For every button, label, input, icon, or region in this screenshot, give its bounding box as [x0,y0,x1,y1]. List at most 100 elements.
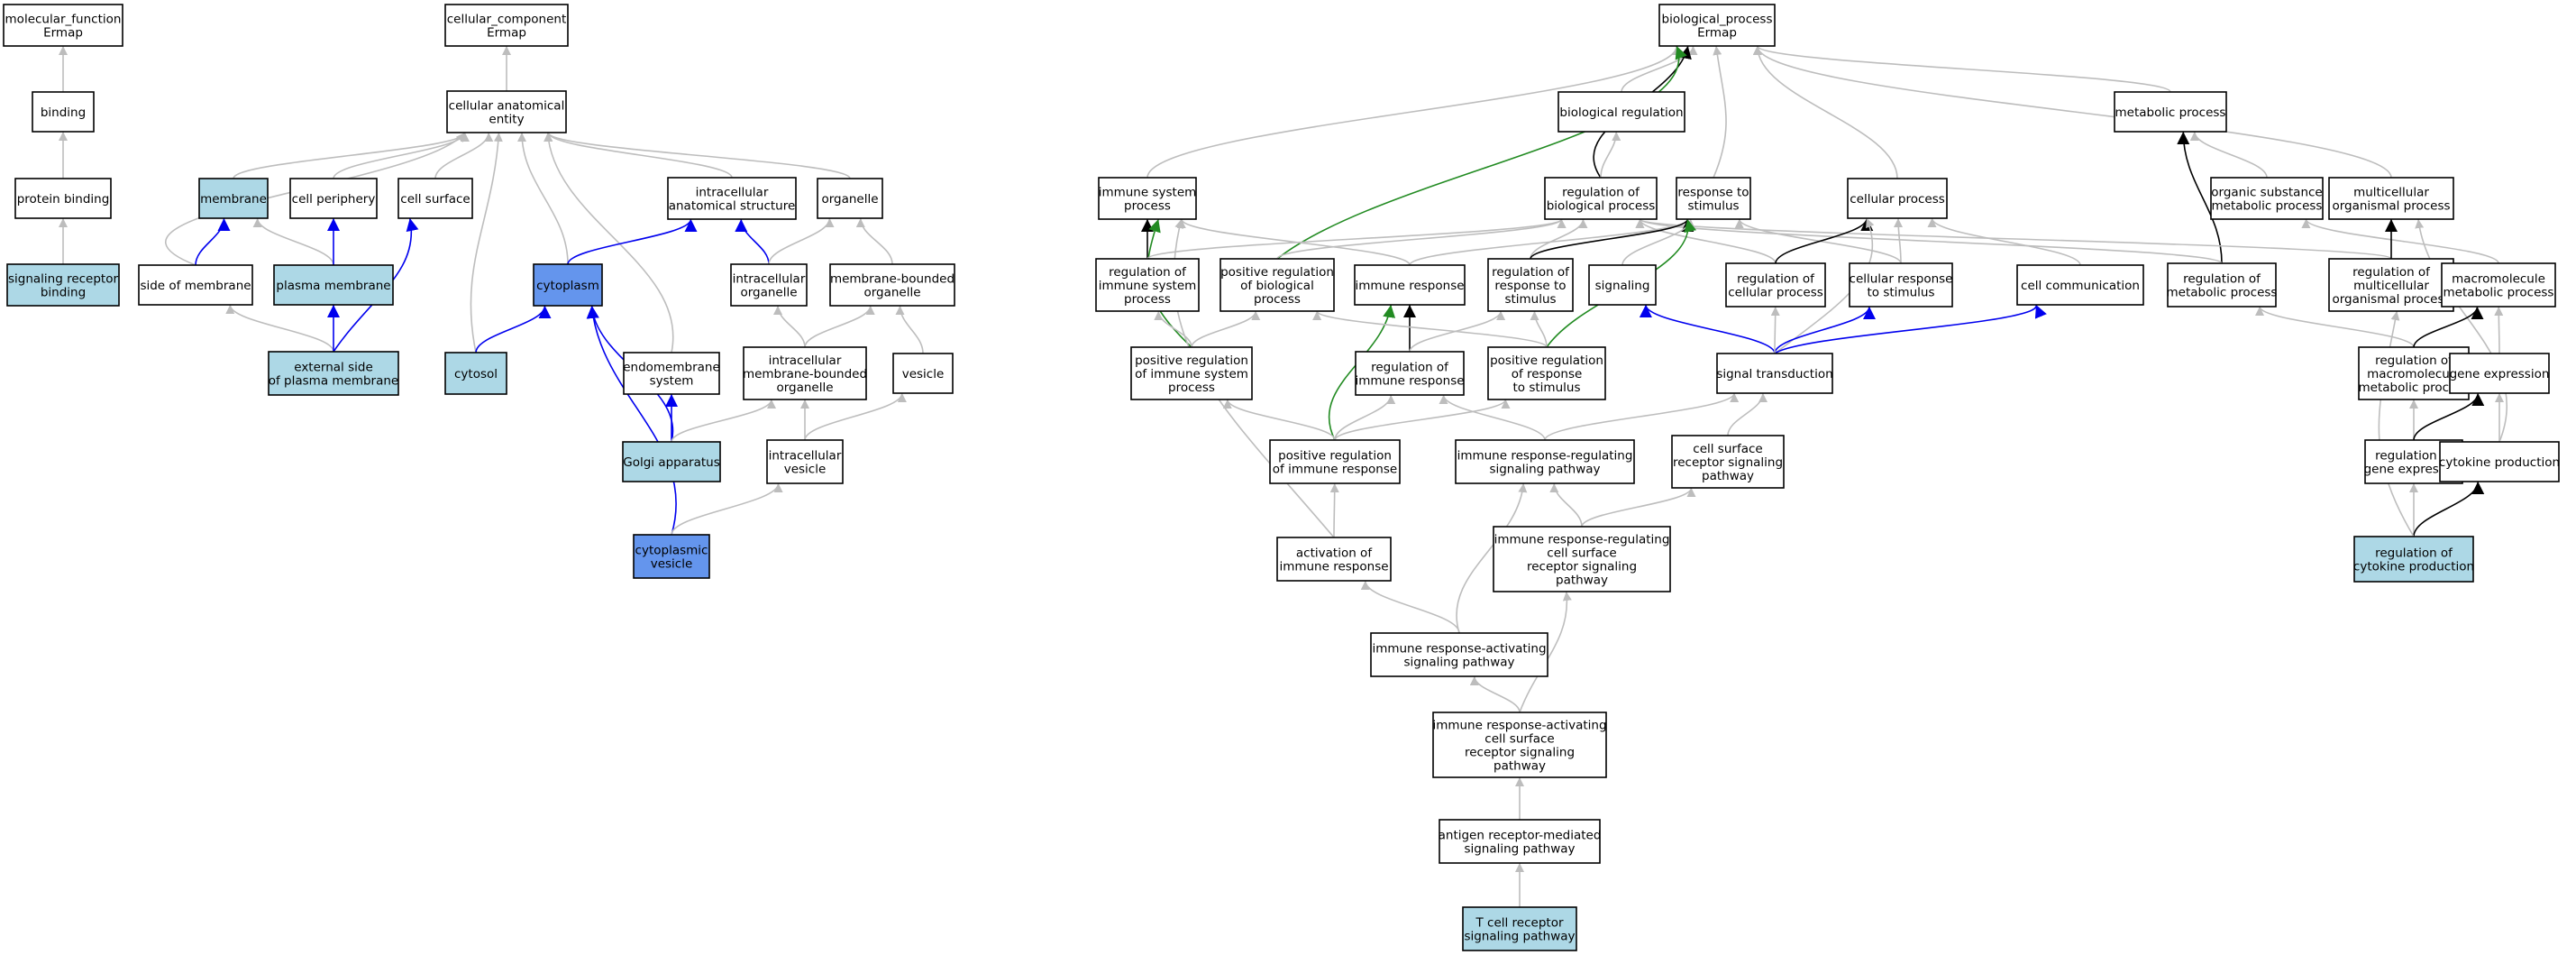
node-box [1098,177,1197,220]
node-metabolic[interactable]: metabolic process [2114,91,2227,133]
edge-imbo-to-intra_org [773,305,806,348]
edge-imbo-to-mbo [804,305,875,348]
edge-reg_cytokine-to-cytokine_prod [2413,481,2485,537]
edge-reg_iss-to-reg_bp [1146,218,1567,260]
node-label-line: signaling pathway [1403,656,1514,670]
edge-reg_resp_stim-to-resp_stim [1530,218,1694,260]
edge [1600,131,1621,179]
node-label-line: positive regulation [1490,354,1603,368]
node-label-line: system [650,374,694,389]
node-binding[interactable]: binding [32,91,95,133]
node-label-line: signal transduction [1716,367,1832,381]
node-cell_comm[interactable]: cell communication [2016,264,2144,306]
edge [195,217,231,266]
node-immune_resp[interactable]: immune response [1354,264,1466,306]
node-label-line: cellular process [1728,286,1823,300]
edge [1146,218,1567,260]
node-organelle[interactable]: organelle [817,178,883,219]
node-label-line: antigen receptor-mediated [1439,829,1602,843]
edge [855,217,893,265]
edge [804,305,875,348]
node-plasma_membrane[interactable]: plasma membrane [273,264,394,306]
edge [2189,131,2268,179]
node-cell_periphery[interactable]: cell periphery [289,178,378,219]
node-label-line: plasma membrane [276,279,390,293]
node-cell_surface[interactable]: cell surface [397,178,473,219]
node-cytokine_prod[interactable]: cytokine production [2439,441,2560,482]
node-label-line: cell surface [400,192,470,207]
node-label-line: membrane [200,192,267,207]
node-protein_binding[interactable]: protein binding [14,178,112,219]
edge-side_membrane-to-membrane [195,217,231,266]
edge [1752,45,1898,179]
node-label-line: regulation of [2375,449,2453,464]
node-cytoplasm[interactable]: cytoplasm [533,263,603,307]
edge [1334,399,1511,441]
node-membrane[interactable]: membrane [198,178,269,219]
node-label-line: process [1124,199,1171,214]
edge-pos_reg_immune_resp-to-reg_immune_resp [1334,394,1396,441]
node-cytosol[interactable]: cytosol [444,352,507,395]
node-bio_reg[interactable]: biological regulation [1557,91,1685,133]
node-label-line: Ermap [487,26,526,41]
edge [1276,45,1687,260]
node-gene_expr[interactable]: gene expression [2449,353,2550,394]
node-golgi[interactable]: Golgi apparatus [622,441,721,482]
edge [1456,482,1528,634]
node-signaling[interactable]: signaling [1588,264,1657,306]
node-side_membrane[interactable]: side of membrane [138,264,253,306]
node-label-line: cell surface [1484,732,1554,747]
node-box [1716,353,1833,394]
node-signal_trans[interactable]: signal transduction [1716,353,1833,394]
node-box [817,178,883,219]
node-vesicle[interactable]: vesicle [892,353,954,394]
node-label-line: of plasma membrane [269,374,399,389]
node-cellular_process[interactable]: cellular process [1847,178,1948,219]
edge [2413,392,2485,441]
node-label-line: membrane-bounded [743,367,867,381]
node-label-line: to stimulus [1868,286,1935,300]
node-box [2439,441,2560,482]
node-box [766,439,844,484]
edge-reg_multi-to-reg_bp [1635,218,2392,260]
